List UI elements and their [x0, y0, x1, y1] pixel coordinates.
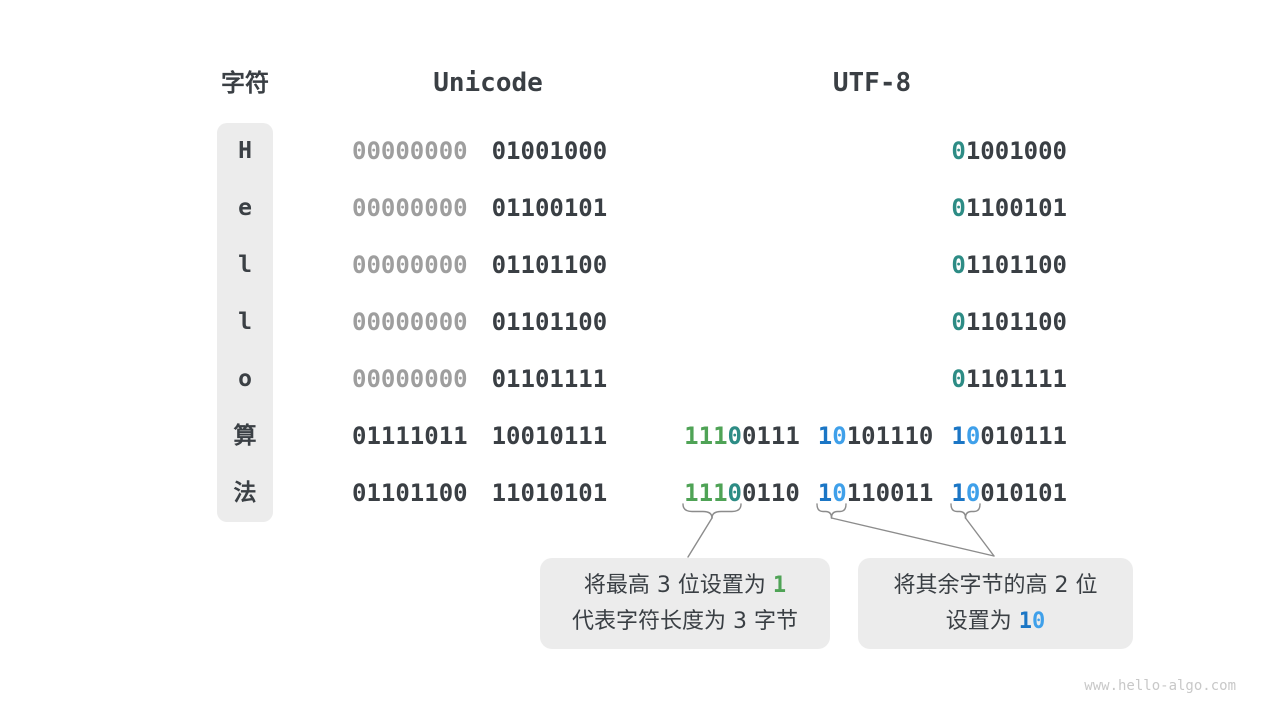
utf8-bytes: 01101100	[951, 294, 1067, 351]
callout-line: 将最高 3 位设置为 1	[583, 572, 787, 598]
prefix-bits-light_blue: 0	[832, 422, 847, 450]
character-cell: l	[238, 252, 252, 278]
character-cell: H	[238, 138, 252, 164]
connector-line-right	[964, 517, 995, 557]
binary-byte: 01101111	[951, 365, 1067, 393]
unicode-bytes: 01101100 11010101	[352, 465, 607, 522]
prefix-bits-green: 111	[684, 422, 728, 450]
unicode-bytes: 00000000 01001000	[352, 123, 607, 180]
binary-byte: 00000000	[352, 251, 468, 279]
binary-byte: 01101100	[951, 308, 1067, 336]
table-row: 00000000 01101111 01101111	[0, 351, 1280, 408]
column-header-unicode: Unicode	[433, 68, 543, 98]
utf8-bytes: 01100101	[951, 180, 1067, 237]
utf8-bytes: 01101100	[951, 237, 1067, 294]
prefix-bits-blue: 1	[951, 479, 966, 507]
prefix-bits-blue: 1	[817, 479, 833, 507]
prefix-bits-blue: 1	[817, 422, 833, 450]
binary-byte: 10010111	[491, 422, 608, 450]
callout-continuation-bits: 将其余字节的高 2 位 设置为 10	[858, 558, 1133, 649]
binary-byte: 00000000	[352, 137, 468, 165]
binary-byte: 10010111	[951, 422, 1067, 450]
watermark: www.hello-algo.com	[1084, 678, 1236, 694]
character-cell: o	[238, 366, 252, 392]
binary-byte: 01101100	[491, 308, 608, 336]
highlight-10: 10	[1018, 608, 1046, 634]
callout-line: 代表字符长度为 3 字节	[572, 608, 798, 634]
prefix-bits-light_blue: 0	[965, 422, 981, 450]
prefix-bits-blue: 1	[951, 422, 966, 450]
table-row: 00000000 01100101 01100101	[0, 180, 1280, 237]
callout-line: 设置为 10	[945, 608, 1046, 634]
callout-line: 将其余字节的高 2 位	[893, 572, 1098, 598]
prefix-bits-teal: 0	[727, 422, 742, 450]
column-header-character: 字符	[221, 69, 269, 97]
binary-byte: 01101100	[951, 251, 1067, 279]
binary-byte: 00000000	[352, 365, 468, 393]
character-cell: e	[238, 195, 252, 221]
unicode-bytes: 00000000 01100101	[352, 180, 607, 237]
prefix-bits-teal: 0	[951, 251, 966, 279]
binary-byte: 10110011	[817, 479, 934, 507]
binary-byte: 01100101	[491, 194, 608, 222]
binary-byte: 01111011	[352, 422, 468, 450]
binary-byte: 01100101	[951, 194, 1067, 222]
binary-byte: 01001000	[951, 137, 1067, 165]
table-row: 00000000 01101100 01101100	[0, 294, 1280, 351]
unicode-bytes: 00000000 01101100	[352, 237, 607, 294]
callout-high-bits: 将最高 3 位设置为 1 代表字符长度为 3 字节	[540, 558, 830, 649]
binary-byte: 10101110	[817, 422, 934, 450]
binary-byte: 11010101	[491, 479, 608, 507]
binary-byte: 10010101	[951, 479, 1067, 507]
binary-byte: 11100111	[684, 422, 800, 450]
connector-line-mid	[830, 517, 995, 557]
connector-line-left	[687, 517, 713, 558]
prefix-bits-teal: 0	[727, 479, 742, 507]
prefix-bits-teal: 0	[951, 308, 966, 336]
prefix-bits-light_blue: 0	[832, 479, 847, 507]
utf8-bytes: 01001000	[951, 123, 1067, 180]
prefix-bits-light_blue: 0	[965, 479, 981, 507]
column-header-utf8: UTF-8	[832, 68, 912, 98]
prefix-bits-green: 111	[684, 479, 728, 507]
binary-byte: 11100110	[684, 479, 800, 507]
binary-byte: 01001000	[491, 137, 608, 165]
binary-byte: 00000000	[352, 308, 468, 336]
binary-byte: 01101100	[352, 479, 468, 507]
prefix-bits-teal: 0	[951, 137, 966, 165]
unicode-bytes: 01111011 10010111	[352, 408, 607, 465]
table-row: 00000000 01101100 01101100	[0, 237, 1280, 294]
binary-byte: 01101100	[491, 251, 608, 279]
prefix-bits-teal: 0	[951, 194, 966, 222]
binary-byte: 01101111	[491, 365, 608, 393]
table-row: 00000000 01001000 01001000	[0, 123, 1280, 180]
highlight-1: 1	[772, 572, 787, 598]
utf8-bytes: 01101111	[951, 351, 1067, 408]
unicode-bytes: 00000000 01101111	[352, 351, 607, 408]
character-cell: 法	[233, 480, 257, 506]
binary-byte: 00000000	[352, 194, 468, 222]
character-cell: l	[238, 309, 252, 335]
character-cell: 算	[233, 423, 257, 449]
unicode-bytes: 00000000 01101100	[352, 294, 607, 351]
prefix-bits-teal: 0	[951, 365, 966, 393]
